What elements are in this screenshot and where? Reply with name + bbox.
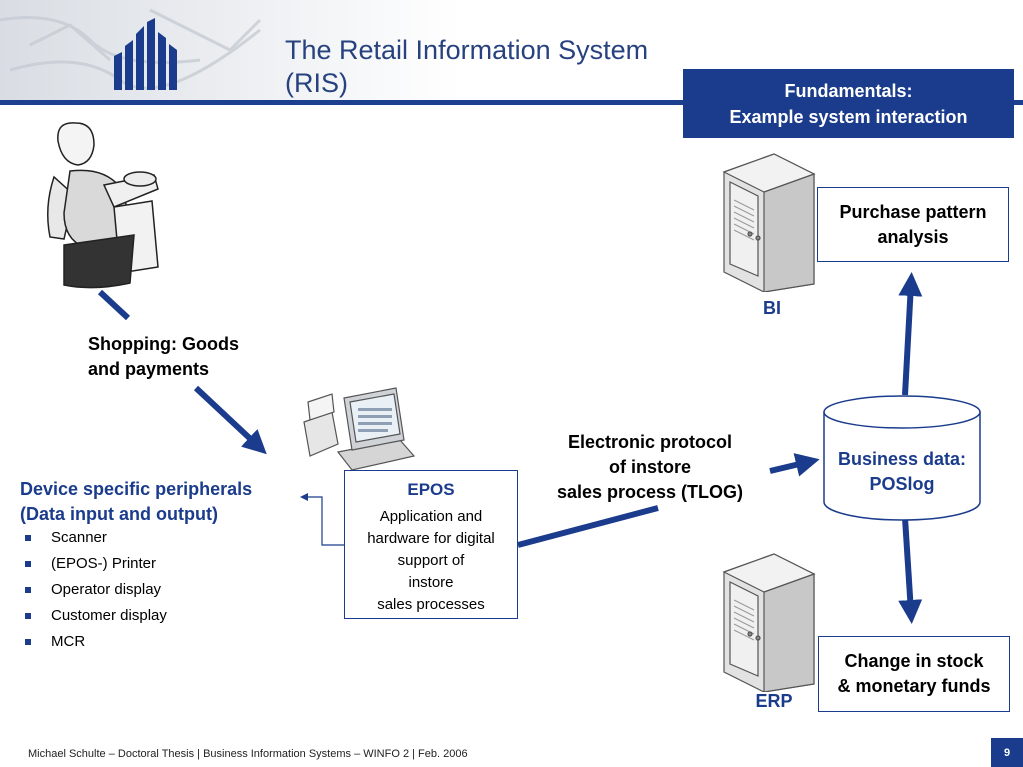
footer-text: Michael Schulte – Doctoral Thesis | Busi… <box>28 748 468 760</box>
stock-change-box: Change in stock & monetary funds <box>818 636 1010 712</box>
erp-server-icon <box>722 553 816 692</box>
epos-description: Application and hardware for digital sup… <box>345 506 517 616</box>
epos-peripheral-connector <box>306 496 344 546</box>
epos-desc-line: instore <box>408 574 454 591</box>
tlog-label-line-3: sales process (TLOG) <box>556 482 744 502</box>
pos-terminal-icon <box>303 387 416 471</box>
shopping-label: Shopping: Goods and payments <box>88 332 239 382</box>
tlog-label-line-2: of instore <box>608 457 691 477</box>
epos-title: EPOS <box>407 480 455 499</box>
tlog-label-line-1: Electronic protocol <box>567 432 733 452</box>
list-item: Scanner <box>22 525 167 551</box>
header-rule <box>0 100 1023 105</box>
shopping-label-line-2: and payments <box>88 359 210 379</box>
page-title: The Retail Information System (RIS) <box>285 34 648 100</box>
bi-server-icon <box>722 153 816 292</box>
list-item: (EPOS-) Printer <box>22 551 167 577</box>
stock-change-line-1: Change in stock <box>844 651 984 671</box>
title-line-2: (RIS) <box>285 68 348 98</box>
bi-label: BI <box>763 298 781 318</box>
epos-tlog-connector <box>517 505 659 548</box>
business-data-label: Business data: POSlog <box>822 447 982 497</box>
purchase-analysis-line-1: Purchase pattern <box>839 201 987 222</box>
shopper-connector <box>97 289 131 321</box>
shopper-illustration <box>47 122 159 289</box>
list-item: Operator display <box>22 577 167 603</box>
list-item: Customer display <box>22 603 167 629</box>
list-item: MCR <box>22 629 167 655</box>
section-label-line-2: Example system interaction <box>729 106 968 127</box>
shopping-arrow <box>193 385 267 455</box>
tlog-label: Electronic protocol of instore sales pro… <box>538 430 762 505</box>
epos-desc-line: sales processes <box>377 596 485 613</box>
tlog-arrow <box>769 453 820 477</box>
peripherals-title-line-1: Device specific peripherals <box>20 479 253 499</box>
bi-arrow <box>898 272 923 396</box>
peripherals-title: Device specific peripherals (Data input … <box>20 477 252 527</box>
epos-desc-line: hardware for digital <box>367 530 495 547</box>
shopping-label-line-1: Shopping: Goods <box>88 334 239 354</box>
database-cylinder <box>823 395 981 521</box>
business-data-line-1: Business data: <box>837 449 967 469</box>
epos-desc-line: Application and <box>379 508 483 525</box>
purchase-analysis-box: Purchase pattern analysis <box>817 187 1009 262</box>
peripherals-list: Scanner (EPOS-) Printer Operator display… <box>22 525 167 655</box>
stock-change-line-2: & monetary funds <box>837 676 991 696</box>
title-line-1: The Retail Information System <box>285 35 649 65</box>
section-label-line-1: Fundamentals: <box>784 80 913 101</box>
epos-desc-line: support of <box>397 552 465 569</box>
peripherals-title-line-2: (Data input and output) <box>20 504 218 524</box>
university-logo <box>114 18 177 90</box>
section-label: Fundamentals: Example system interaction <box>683 69 1014 138</box>
page-number: 9 <box>991 738 1023 767</box>
erp-arrow <box>898 517 923 624</box>
business-data-line-2: POSlog <box>869 474 935 494</box>
erp-label: ERP <box>755 691 793 711</box>
purchase-analysis-line-2: analysis <box>877 226 949 247</box>
epos-box: EPOS Application and hardware for digita… <box>344 470 518 619</box>
